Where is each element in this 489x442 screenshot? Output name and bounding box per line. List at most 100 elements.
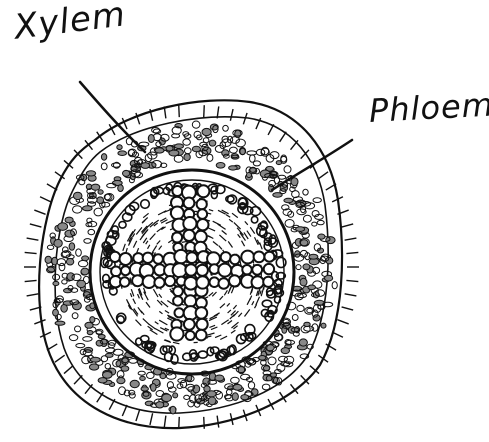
xylem-vessel xyxy=(197,185,209,197)
pith-dash xyxy=(247,231,251,237)
epidermis-cell-wall xyxy=(25,252,37,253)
xylem-vessel xyxy=(185,295,197,307)
xylem-vessel xyxy=(219,278,229,288)
pith-dash xyxy=(220,336,227,339)
cortex-cell xyxy=(75,326,81,332)
cortex-cell xyxy=(82,256,89,261)
cortex-cell xyxy=(97,197,104,204)
cortex-cell xyxy=(151,384,157,392)
cortex-cell xyxy=(121,366,129,371)
epidermis-cell-wall xyxy=(337,320,348,324)
cortex-cell xyxy=(263,366,269,371)
pith-dash xyxy=(219,246,222,250)
xylem-vessel xyxy=(154,254,163,263)
cortex-cell xyxy=(292,315,298,321)
phloem-cell xyxy=(198,351,207,358)
cortex-cell xyxy=(173,393,178,398)
cortex-cell xyxy=(156,402,164,408)
pith-dash xyxy=(138,294,140,298)
cortex-cell xyxy=(273,193,282,198)
pith-dash xyxy=(157,241,161,245)
xylem-vessel xyxy=(207,252,220,265)
xylem-vessel xyxy=(242,265,251,274)
pith-dash xyxy=(133,299,136,304)
cortex-cell xyxy=(54,239,62,247)
xylem-vessel xyxy=(172,186,182,196)
xylem-vessel xyxy=(198,209,208,219)
pith-dash xyxy=(244,232,248,239)
pith-dash xyxy=(152,246,156,253)
cortex-cell xyxy=(285,220,294,228)
cortex-cell xyxy=(303,264,310,270)
pith-dash xyxy=(245,221,248,224)
cortex-cell xyxy=(86,171,95,176)
cortex-cell xyxy=(216,163,225,169)
phloem-label: Phloem xyxy=(368,85,489,129)
pith-dash xyxy=(228,321,233,324)
cortex-cell xyxy=(184,154,190,161)
cortex-cell xyxy=(87,331,93,335)
xylem-vessel xyxy=(184,230,195,241)
cortex-cell xyxy=(309,254,318,259)
pith-dash xyxy=(159,311,162,313)
cortex-cell xyxy=(296,227,305,232)
pith-dash xyxy=(136,320,142,326)
pith-dash xyxy=(220,304,225,309)
xylem-vessel xyxy=(111,267,121,277)
cortex-cell xyxy=(53,274,60,280)
cortex-cell xyxy=(45,256,52,263)
cortex-cell xyxy=(130,380,139,387)
epidermis-cell-wall xyxy=(55,355,65,362)
cortex-cell xyxy=(98,378,107,383)
pith-dash xyxy=(209,325,215,327)
cortex-cell xyxy=(210,124,218,130)
epidermis-cell-wall xyxy=(291,140,298,149)
xylem-vessel xyxy=(218,264,231,277)
cortex-cell xyxy=(300,278,307,286)
epidermis-cell-wall xyxy=(25,280,37,281)
cortex-cell xyxy=(162,394,172,402)
pith-dash xyxy=(229,287,231,291)
epidermis-cell-wall xyxy=(164,416,166,428)
cortex-cell xyxy=(148,152,157,159)
pith-dash xyxy=(136,227,142,234)
cortex-cell xyxy=(291,178,298,186)
phloem-cell xyxy=(276,258,286,268)
epidermis-cell-wall xyxy=(280,132,287,142)
cortex-cell xyxy=(84,239,91,244)
cortex-cell xyxy=(299,339,307,346)
epidermis-cell-wall xyxy=(345,238,357,240)
cortex-cell xyxy=(223,125,229,131)
cortex-cell xyxy=(300,240,308,246)
pith-dash xyxy=(227,303,230,306)
pith-dash xyxy=(123,244,126,251)
cortex-cell xyxy=(98,190,103,194)
cortex-cell xyxy=(148,135,154,143)
cortex-cell xyxy=(296,265,301,270)
cortex-cell xyxy=(98,335,105,339)
xylem-vessel xyxy=(120,277,129,286)
pith-dash xyxy=(256,297,260,305)
cortex-cell xyxy=(91,184,100,190)
epidermis-cell-wall xyxy=(136,410,140,421)
epidermis-cell-wall xyxy=(179,105,180,117)
xylem-vessel xyxy=(185,277,198,290)
epidermis-cell-wall xyxy=(204,105,205,117)
cortex-cell xyxy=(53,281,59,285)
cortex-cell xyxy=(101,163,107,170)
cortex-cell xyxy=(226,390,232,395)
cortex-cell xyxy=(231,377,240,383)
cortex-cell xyxy=(65,217,73,223)
xylem-vessel xyxy=(165,276,175,286)
epidermis-cell-wall xyxy=(179,417,180,429)
cortex-cell xyxy=(222,150,229,156)
cortex-cell xyxy=(89,364,98,370)
pith-dash xyxy=(211,327,217,330)
cortex-cell xyxy=(73,192,82,199)
xylem-vessel xyxy=(264,264,274,274)
cortex-cell xyxy=(233,384,242,390)
epidermis-cell-wall xyxy=(345,294,357,296)
pith-dash xyxy=(220,296,223,300)
epidermis-cell-wall xyxy=(40,197,51,202)
